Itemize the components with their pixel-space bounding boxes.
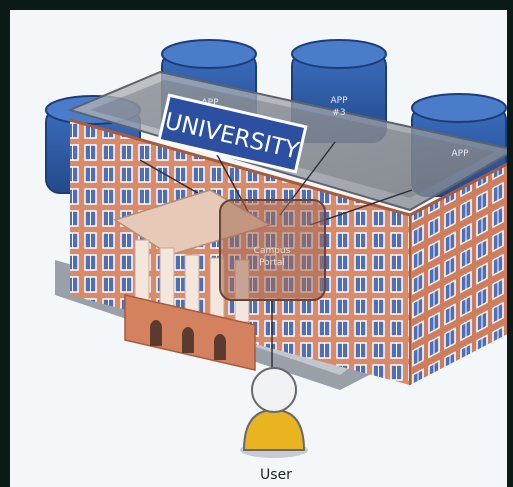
user-figure — [240, 368, 308, 458]
campus-portal-box: Campus Portal — [220, 200, 325, 300]
diagram-frame: APP APP #3 APP Campus Portal UNIVERSITY — [10, 10, 507, 487]
hub-sub: Portal — [259, 258, 285, 268]
app-4-label: APP — [451, 149, 469, 159]
app-3-sub: #3 — [332, 108, 345, 118]
campus-diagram: APP APP #3 APP Campus Portal UNIVERSITY — [10, 10, 507, 487]
hub-label: Campus — [254, 246, 291, 256]
app-3-label: APP — [330, 96, 348, 106]
user-label: User — [260, 467, 292, 483]
